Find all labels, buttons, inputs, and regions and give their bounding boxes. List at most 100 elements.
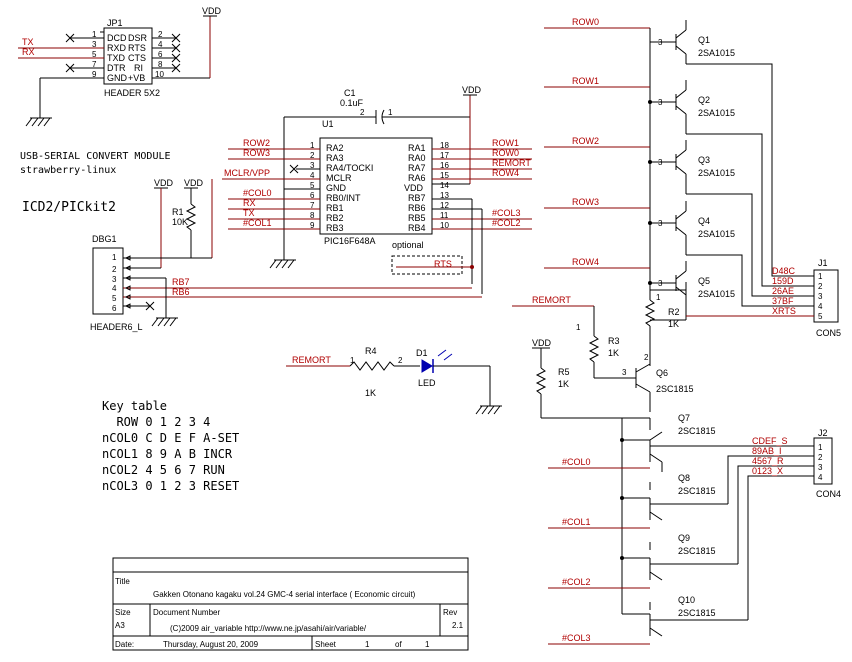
jp1-pin-rts: RTS [128,43,146,53]
j1-net-xrts: XRTS [772,306,796,316]
net-row3: ROW3 [572,197,599,207]
jp1-pin-txd: TXD [107,53,126,63]
q6-pin3: 3 [622,368,627,377]
u1-num-4: 4 [310,171,315,180]
u1-pin-rb6: RB6 [408,203,426,213]
u1-pin-rb2: RB2 [326,213,344,223]
dbg-num-4: 4 [112,284,117,293]
jp1-pin-vb: +VB [128,73,145,83]
j1-net-37bf: 37BF [772,296,794,306]
transistor-q4: ROW3 3 Q4 2SA1015 [544,197,735,255]
net-row0: ROW0 [572,17,599,27]
net-rx: RX [22,47,35,57]
transistor-q10: #COL3 Q10 2SC1815 [548,595,748,645]
tb-docnum-label: Document Number [153,608,220,617]
jp1-num-3: 3 [92,40,97,49]
u1-num-16: 16 [440,161,449,170]
key-table-row-col3: nCOL3 0 1 2 3 RESET [102,479,239,493]
net-u1-row1: ROW1 [492,138,519,148]
q6-ref: Q6 [656,368,668,378]
key-table-row-col2: nCOL2 4 5 6 7 RUN [102,463,225,477]
q5-ref: Q5 [698,276,710,286]
ground-symbol-dbg [151,317,178,327]
q8-ref: Q8 [678,473,690,483]
q7-ref: Q7 [678,413,690,423]
c1-pin2: 2 [360,108,365,117]
u1-num-13: 13 [440,191,449,200]
tb-size: A3 [115,621,125,630]
q3-ref: Q3 [698,155,710,165]
net-row4: ROW4 [572,257,599,267]
transistor-q6: 3 2 Q6 2SC1815 [622,353,694,412]
u1-num-15: 15 [440,171,449,180]
net-row1: ROW1 [572,76,599,86]
u1-num-18: 18 [440,141,449,150]
r5-value: 1K [558,379,569,389]
r1-ref: R1 [172,207,184,217]
j2-num-4: 4 [818,473,823,482]
r4-pin1: 1 [350,356,355,365]
r1-value: 10K [172,217,188,227]
j2-num-2: 2 [818,453,823,462]
j2-num-3: 3 [818,463,823,472]
u1-num-3: 3 [310,161,315,170]
net-u1-row3: ROW3 [243,148,270,158]
q4-pin3: 3 [658,219,663,228]
r1-vdd-right: VDD [184,178,204,188]
net-remort-2: REMORT [532,295,571,305]
jp1-pin-dsr: DSR [128,33,148,43]
u1-pin-ra6: RA6 [408,173,426,183]
q8-part: 2SC1815 [678,486,716,496]
tb-rev: 2.1 [452,621,464,630]
dbg-title: HEADER6_L [90,322,143,332]
note-icd: ICD2/PICkit2 [22,200,116,215]
u1-pin-ra4: RA4/TOCKI [326,163,373,173]
u1-left-pins: RA2 RA3 RA4/TOCKI MCLR GND RB0/INT RB1 R… [310,141,373,233]
u1-pin-rb1: RB1 [326,203,344,213]
q4-ref: Q4 [698,216,710,226]
tb-docnum: (C)2009 air_variable http://www.ne.jp/as… [170,624,367,633]
jp1-num-10: 10 [155,70,164,79]
q6-pin2: 2 [644,353,649,362]
dbg-num-2: 2 [112,265,117,274]
j1-num-3: 3 [818,292,823,301]
u1-pin-ra1: RA1 [408,143,426,153]
j1-num-5: 5 [818,312,823,321]
jp1-num-8: 8 [158,60,163,69]
net-u1-col0: #COL0 [243,188,272,198]
note-strawberry: strawberry-linux [20,165,116,176]
u1-num-7: 7 [310,201,315,210]
j2-net-cdef: CDEF_S [752,436,788,446]
net-led-remort: REMORT [292,355,331,365]
tb-rev-label: Rev [443,608,457,617]
net-row2: ROW2 [572,136,599,146]
jp1-pin-dtr: DTR [107,63,126,73]
jp1-pin-dcd: DCD [107,33,127,43]
dbg-num-5: 5 [112,294,117,303]
j2-net-0123: 0123_X [752,466,783,476]
r5-vdd: VDD [532,338,552,348]
d1-label: LED [418,378,436,388]
u1-part: PIC16F648A [324,236,376,246]
r2-ref: R2 [668,307,680,317]
debug-header-dbg1: DBG1 HEADER6_L 1 2 3 4 5 6 RB7 RB6 [90,234,482,332]
u1-pin-ra7: RA7 [408,163,426,173]
transistor-q5: ROW4 3 Q5 2SA1015 [544,257,735,299]
key-table-row-col0: nCOL0 C D E F A-SET [102,431,239,445]
r4-ref: R4 [365,346,377,356]
net-u1-row2: ROW2 [243,138,270,148]
tb-sheet: 1 [365,640,370,649]
j1-num-4: 4 [818,302,823,311]
j1-net-d48c: D48C [772,266,796,276]
j2-num-1: 1 [818,443,823,452]
r2-pin1: 1 [656,293,661,302]
j1-net-26ae: 26AE [772,286,794,296]
dbg-num-3: 3 [112,275,117,284]
jp1-vdd-label: VDD [202,6,222,16]
tb-of-label: of [395,640,402,649]
net-rts: RTS [434,259,452,269]
r3-ref: R3 [608,336,620,346]
u1-pin-mclr: MCLR [326,173,352,183]
c1-ref: C1 [344,88,356,98]
q10-ref: Q10 [678,595,695,605]
